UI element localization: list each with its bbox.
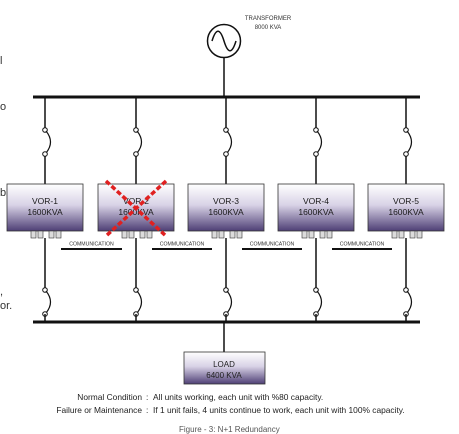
transformer-rating: 8000 KVA: [255, 25, 282, 31]
unit-name: VOR-3: [213, 196, 239, 206]
breaker-arc: [406, 290, 413, 314]
figure-caption: Figure - 3: N+1 Redundancy: [179, 425, 280, 434]
left-edge-text-1: l: [0, 55, 3, 67]
port-connector: [55, 230, 62, 239]
port-connector: [409, 230, 416, 239]
unit-rating: 1600KVA: [118, 207, 154, 217]
unit-name: VOR-2: [123, 196, 149, 206]
unit-name: VOR-1: [32, 196, 58, 206]
port-connector: [30, 230, 37, 239]
breaker-arc: [45, 290, 52, 314]
port-connector: [398, 230, 405, 239]
breaker-arc: [136, 130, 143, 154]
port-connector: [128, 230, 135, 239]
breaker-arc: [136, 290, 143, 314]
unit-box: [6, 183, 84, 232]
unit-box: [187, 183, 265, 232]
breaker-contact: [313, 151, 319, 157]
unit-rating: 1600KVA: [27, 207, 63, 217]
port-connector: [319, 230, 326, 239]
left-edge-text-5: or.: [0, 300, 13, 312]
breaker-contact: [223, 151, 229, 157]
note-separator: :: [146, 405, 149, 415]
communication-label: COMMUNICATION: [250, 242, 295, 248]
port-connector: [218, 230, 225, 239]
communication-label: COMMUNICATION: [69, 242, 114, 248]
port-connector: [211, 230, 218, 239]
unit-box: [277, 183, 355, 232]
note-text: All units working, each unit with %80 ca…: [153, 392, 324, 402]
transformer-label: TRANSFORMER: [245, 16, 292, 22]
load-label: LOAD: [213, 360, 235, 369]
breaker-contact: [42, 151, 48, 157]
port-connector: [229, 230, 236, 239]
breaker-contact: [133, 151, 139, 157]
transformer-symbol: [206, 23, 242, 96]
port-connector: [308, 230, 315, 239]
breaker-arc: [226, 290, 233, 314]
units-layer: VOR-11600KVAVOR-21600KVAVOR-31600KVAVOR-…: [6, 98, 445, 321]
communication-label: COMMUNICATION: [340, 242, 385, 248]
load-box: LOAD 6400 KVA: [183, 351, 266, 385]
port-connector: [301, 230, 308, 239]
port-connector: [416, 230, 423, 239]
unit-box: [367, 183, 445, 232]
note-label: Failure or Maintenance: [56, 405, 142, 415]
unit-rating: 1600KVA: [208, 207, 244, 217]
port-connector: [236, 230, 243, 239]
port-connector: [146, 230, 153, 239]
breaker-arc: [226, 130, 233, 154]
port-connector: [391, 230, 398, 239]
note-separator: :: [146, 392, 149, 402]
failure-cross-mark: [104, 179, 168, 238]
breaker-arc: [316, 290, 323, 314]
unit-name: VOR-5: [393, 196, 419, 206]
unit-name: VOR-4: [303, 196, 329, 206]
port-connector: [48, 230, 55, 239]
unit-rating: 1600KVA: [388, 207, 424, 217]
port-connector: [121, 230, 128, 239]
note-label: Normal Condition: [77, 392, 142, 402]
left-edge-text-2: o: [0, 101, 7, 113]
breaker-contact: [403, 151, 409, 157]
communication-label: COMMUNICATION: [160, 242, 205, 248]
note-text: If 1 unit fails, 4 units continue to wor…: [153, 405, 405, 415]
port-connector: [37, 230, 44, 239]
sine-wave-icon: [211, 30, 237, 52]
breaker-arc: [316, 130, 323, 154]
left-edge-text-4: ,: [0, 286, 4, 298]
load-rect: [183, 351, 266, 385]
port-connector: [139, 230, 146, 239]
port-connector: [326, 230, 333, 239]
breaker-arc: [45, 130, 52, 154]
unit-rating: 1600KVA: [298, 207, 334, 217]
breaker-arc: [406, 130, 413, 154]
load-rating: 6400 KVA: [206, 371, 242, 380]
